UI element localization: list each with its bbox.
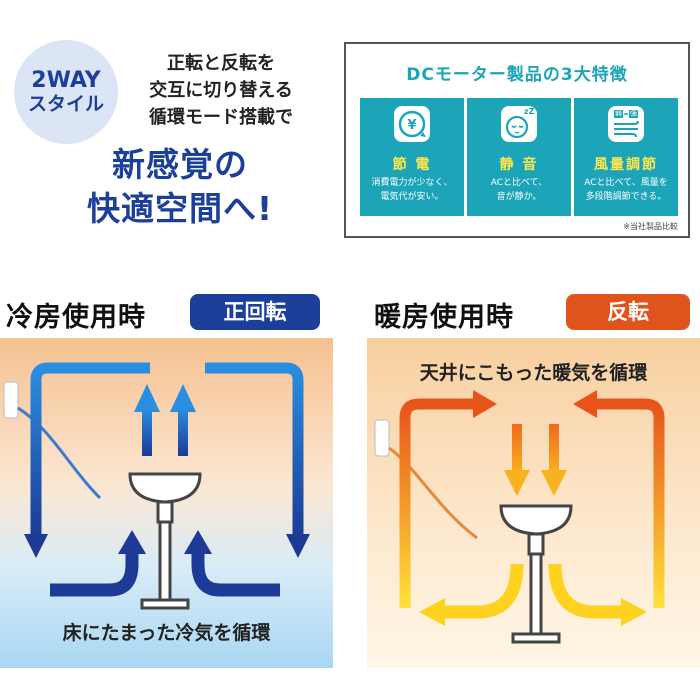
bottom-right-inflow-arrow: [191, 550, 280, 597]
bottom-left-inflow-arrow: [50, 550, 139, 597]
feature-name: 風量調節: [594, 157, 658, 173]
dc-motor-features-box: DCモーター製品の3大特徴 ¥ 節 電 消費電力が少なく、 電気代が安い。 zZ…: [344, 42, 690, 238]
air-conditioner-icon: [374, 419, 390, 457]
feature-desc-line2: 音が静か。: [496, 192, 542, 202]
left-down-arrowhead: [24, 534, 48, 558]
feature-desc-line1: ACと比べて、風量を: [584, 178, 668, 188]
up-arrowhead-left: [134, 384, 160, 412]
circulator-fan-icon: [128, 472, 202, 610]
cooling-diagram: [0, 338, 333, 668]
headline-line2: 快適空間へ!: [86, 189, 274, 228]
forward-rotation-tag: 正回転: [190, 294, 320, 330]
strong-label: 強: [630, 109, 637, 117]
ac-airflow-line: [17, 406, 102, 500]
sleeping-face-icon: zZ: [501, 106, 537, 142]
wind-adjust-icon: 弱 強: [608, 106, 644, 142]
cooling-caption: 床にたまった冷気を循環: [62, 622, 271, 644]
bottom-left-outflow-arrow: [441, 563, 524, 619]
right-left-arrowhead: [573, 390, 597, 418]
feature-desc: ACと比べて、風量を 多段階調節できる。: [576, 176, 676, 204]
feature-quiet: zZ 静 音 ACと比べて、 音が静か。: [467, 98, 571, 216]
down-arrowhead-left: [504, 470, 530, 496]
intro-line1: 正転と反転を: [167, 53, 275, 74]
comparison-note: ※当社製品比較: [623, 222, 678, 231]
feature-desc: ACと比べて、 音が静か。: [469, 176, 569, 204]
svg-text:¥: ¥: [407, 118, 416, 133]
heating-caption: 天井にこもった暖気を循環: [419, 362, 648, 384]
reverse-rotation-tag: 反転: [566, 294, 690, 330]
headline: 新感覚の 快適空間へ!: [40, 143, 320, 231]
weak-label: 弱: [615, 109, 622, 117]
air-conditioner-icon: [3, 381, 19, 419]
cooling-airflow-illustration: [3, 362, 310, 610]
feature-desc: 消費電力が少なく、 電気代が安い。: [362, 176, 462, 204]
up-arrow-shaft-left: [142, 408, 152, 456]
up-arrowhead-right: [170, 384, 196, 412]
right-circulation-arrow: [205, 362, 304, 538]
intro-text: 正転と反転を 交互に切り替える 循環モード搭載で: [126, 50, 316, 131]
down-arrowhead-right: [541, 470, 567, 496]
2way-style-badge: 2WAY スタイル: [14, 40, 118, 144]
cooling-mode-title: 冷房使用時: [6, 302, 146, 333]
circulator-fan-icon: [499, 504, 573, 644]
down-arrow-shaft-right: [549, 424, 559, 474]
badge-line1: 2WAY: [31, 68, 101, 94]
up-arrow-shaft-right: [178, 408, 188, 456]
zz-label: zZ: [524, 107, 535, 116]
yen-savings-icon: ¥: [394, 106, 430, 142]
intro-line3: 循環モード搭載で: [149, 107, 293, 128]
feature-power-saving: ¥ 節 電 消費電力が少なく、 電気代が安い。: [360, 98, 464, 216]
left-circulation-arrow: [30, 362, 150, 538]
right-down-arrowhead: [286, 534, 310, 558]
feature-desc-line1: ACと比べて、: [490, 178, 548, 188]
headline-line1: 新感覚の: [112, 145, 248, 184]
feature-desc-line2: 多段階調節できる。: [585, 192, 667, 202]
down-arrow-shaft-left: [512, 424, 522, 474]
badge-line2: スタイル: [27, 92, 104, 115]
right-circulation-arrow: [593, 398, 665, 608]
heating-diagram: [367, 338, 700, 668]
dc-features-title: DCモーター製品の3大特徴: [406, 65, 628, 85]
bottom-left-outflow-arrowhead: [419, 598, 445, 626]
intro-line2: 交互に切り替える: [149, 80, 293, 101]
bottom-right-inflow-arrowhead: [184, 530, 212, 554]
ac-airflow-line: [388, 446, 478, 540]
feature-name: 静 音: [499, 157, 539, 173]
feature-desc-line1: 消費電力が少なく、: [371, 178, 453, 188]
left-circulation-arrow: [399, 398, 477, 608]
left-right-arrowhead: [473, 390, 497, 418]
feature-name: 節 電: [392, 157, 432, 173]
bottom-right-outflow-arrowhead: [621, 598, 647, 626]
feature-desc-line2: 電気代が安い。: [380, 192, 444, 202]
heating-airflow-illustration: [374, 390, 665, 644]
bottom-left-inflow-arrowhead: [118, 530, 146, 554]
heating-mode-title: 暖房使用時: [374, 302, 514, 333]
feature-airflow-adjust: 弱 強 風量調節 ACと比べて、風量を 多段階調節できる。: [574, 98, 678, 216]
bottom-right-outflow-arrow: [548, 563, 625, 619]
